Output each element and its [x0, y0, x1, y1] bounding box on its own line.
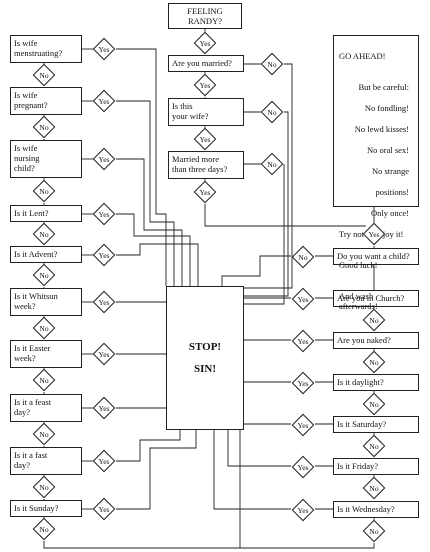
question-saturday: Is it Saturday?: [333, 416, 419, 433]
once-line: Only once!: [370, 207, 409, 218]
question-naked: Are you naked?: [333, 332, 419, 349]
go-ahead-title: GO AHEAD!: [339, 50, 386, 61]
diamond-lent-yes: Yes: [92, 202, 116, 226]
diamond-easter-yes: Yes: [92, 342, 116, 366]
strange-line: No strange: [371, 165, 409, 176]
careful-line: But be careful:: [358, 81, 409, 92]
go-ahead-box: GO AHEAD! But be careful: No fondling! N…: [333, 35, 419, 311]
sin-label: SIN!: [193, 363, 216, 375]
diamond-married-three-yes: Yes: [193, 180, 217, 204]
diamond-menstruating-no: No: [32, 63, 56, 87]
diamond-friday-no: No: [362, 476, 386, 500]
question-menstruating: Is wife menstruating?: [10, 35, 82, 63]
diamond-naked-yes: Yes: [291, 329, 315, 353]
connector-line: [239, 430, 375, 549]
diamond-wednesday-no: No: [362, 519, 386, 543]
diamond-church-no: No: [362, 308, 386, 332]
diamond-this-wife-no: No: [260, 100, 284, 124]
diamond-easter-no: No: [32, 368, 56, 392]
kisses-line: No lewd kisses!: [354, 123, 409, 134]
question-pregnant: Is wife pregnant?: [10, 87, 82, 115]
diamond-this-wife-yes: Yes: [193, 127, 217, 151]
stop-label: STOP!: [188, 341, 222, 353]
connector-line: [213, 430, 291, 510]
diamond-married-yes: Yes: [193, 73, 217, 97]
diamond-menstruating-yes: Yes: [92, 37, 116, 61]
wash-line: And wash afterwards!: [339, 290, 378, 312]
connector-line: [116, 100, 175, 286]
connector-line: [244, 63, 293, 289]
question-married-three-days: Married more than three days?: [168, 151, 244, 179]
connector-line: [116, 48, 167, 286]
diamond-sunday-no: No: [32, 517, 56, 541]
start-box: FEELING RANDY?: [168, 3, 242, 29]
connector-line: [43, 541, 240, 549]
positions-line: positions!: [375, 186, 409, 197]
connector-line: [244, 111, 289, 297]
question-friday: Is it Friday?: [333, 458, 419, 475]
question-married: Are you married?: [168, 55, 244, 72]
question-wednesday: Is it Wednesday?: [333, 501, 419, 518]
question-want-child: Do you want a child?: [333, 248, 419, 265]
question-nursing: Is wife nursing child?: [10, 140, 82, 178]
connector-line: [116, 158, 183, 286]
diamond-fast-no: No: [32, 475, 56, 499]
question-this-wife: Is this your wife?: [168, 98, 244, 126]
connector-line: [227, 430, 291, 467]
diamond-naked-no: No: [362, 350, 386, 374]
question-in-church: Are you in Church?: [333, 290, 419, 307]
diamond-whitsun-yes: Yes: [92, 290, 116, 314]
question-feast-day: Is it a feast day?: [10, 394, 82, 422]
diamond-daylight-yes: Yes: [291, 371, 315, 395]
connector-line: [116, 243, 199, 286]
diamond-pregnant-no: No: [32, 115, 56, 139]
fondling-line: No fondling!: [364, 102, 409, 113]
question-advent: Is it Advent?: [10, 246, 82, 263]
connector-line: [221, 255, 291, 286]
diamond-sunday-yes: Yes: [92, 497, 116, 521]
question-daylight: Is it daylight?: [333, 374, 419, 391]
diamond-church-yes: Yes: [291, 287, 315, 311]
stop-sin-box: STOP! SIN!: [166, 286, 244, 430]
diamond-advent-no: No: [32, 263, 56, 287]
diamond-married-three-no: No: [260, 152, 284, 176]
connector-line: [244, 164, 285, 305]
question-whitsun: Is it Whitsun week?: [10, 288, 82, 316]
diamond-saturday-yes: Yes: [291, 413, 315, 437]
diamond-wednesday-yes: Yes: [291, 498, 315, 522]
connector-line: [116, 213, 191, 286]
diamond-whitsun-no: No: [32, 316, 56, 340]
diamond-friday-yes: Yes: [291, 455, 315, 479]
question-easter: Is it Easter week?: [10, 340, 82, 368]
diamond-saturday-no: No: [362, 434, 386, 458]
question-fast-day: Is it a fast day?: [10, 447, 82, 475]
diamond-nursing-no: No: [32, 179, 56, 203]
diamond-feast-no: No: [32, 422, 56, 446]
good-luck-line: Good luck!: [339, 259, 378, 270]
diamond-go-ahead-yes: Yes: [362, 222, 386, 246]
diamond-feast-yes: Yes: [92, 396, 116, 420]
connector-line: [204, 204, 366, 227]
diamond-lent-no: No: [32, 222, 56, 246]
diamond-pregnant-yes: Yes: [92, 89, 116, 113]
diamond-start-yes: Yes: [193, 31, 217, 55]
diamond-married-no: No: [260, 52, 284, 76]
diamond-nursing-yes: Yes: [92, 147, 116, 171]
question-sunday: Is it Sunday?: [10, 500, 82, 517]
diamond-advent-yes: Yes: [92, 243, 116, 267]
connector-line: [116, 430, 197, 510]
question-lent: Is it Lent?: [10, 205, 82, 222]
oral-line: No oral sex!: [366, 144, 409, 155]
connector-line: [116, 430, 181, 462]
diamond-want-child-no: No: [291, 245, 315, 269]
diamond-fast-yes: Yes: [92, 449, 116, 473]
diamond-daylight-no: No: [362, 392, 386, 416]
